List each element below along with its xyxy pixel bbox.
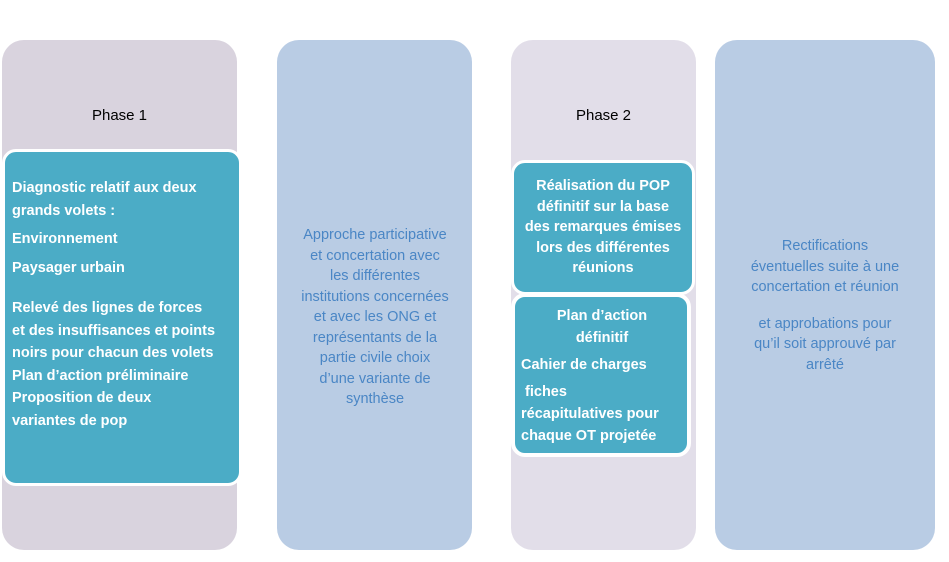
rectifications-line: Rectifications: [781, 238, 869, 254]
phase1-line: et des insuffisances et points: [12, 322, 216, 339]
concertation-text: Approche participative et concertation a…: [280, 225, 470, 410]
pop-line: réunions: [572, 260, 634, 276]
action-line: récapitulatives pour: [521, 406, 659, 422]
phase1-line: Plan d’action préliminaire: [12, 367, 189, 384]
concertation-line: représentants de la: [312, 329, 438, 346]
rectifications-line: et approbations pour: [758, 315, 892, 332]
phase1-line: Proposition de deux: [12, 390, 152, 406]
action-line: fiches: [521, 384, 567, 400]
rectifications-line: éventuelles suite à une: [750, 258, 900, 275]
concertation-line: synthèse: [345, 391, 405, 407]
pop-line: Réalisation du POP: [536, 178, 670, 194]
phase1-line: Paysager urbain: [12, 259, 125, 276]
pop-line: des remarques émises: [524, 219, 682, 235]
concertation-line: Approche participative: [303, 227, 447, 243]
concertation-line: et concertation avec: [310, 247, 440, 264]
phase2-action-plan-box: Plan d’action définitif Cahier de charge…: [511, 293, 691, 457]
pop-line: définitif sur la base: [536, 198, 670, 215]
phase1-diagnostic-box: Diagnostic relatif aux deux grands volet…: [2, 149, 242, 486]
phase1-line: noirs pour chacun des volets: [12, 345, 214, 361]
rectifications-line: concertation et réunion: [751, 279, 899, 295]
rectifications-line: qu’il soit approuvé par: [754, 336, 896, 352]
concertation-line: et avec les ONG et: [313, 309, 437, 325]
action-line: chaque OT projetée: [521, 428, 657, 444]
phase1-line: Environnement: [12, 231, 118, 247]
phase1-line: Diagnostic relatif aux deux: [12, 180, 197, 196]
concertation-line: d’une variante de: [319, 370, 431, 387]
rectifications-column: [715, 40, 935, 550]
concertation-column: [277, 40, 472, 550]
phase1-line: Relevé des lignes de forces: [12, 300, 203, 316]
rectifications-text: Rectifications éventuelles suite à une c…: [718, 236, 932, 375]
action-line: Cahier de charges: [521, 357, 647, 373]
concertation-line: les différentes: [329, 268, 420, 284]
concertation-line: partie civile choix: [319, 350, 431, 366]
phase1-line: variantes de pop: [12, 412, 128, 429]
phase2-title: Phase 2: [575, 107, 632, 124]
action-line: définitif: [575, 330, 629, 346]
phase1-title: Phase 1: [91, 107, 148, 124]
phase2-pop-box: Réalisation du POP définitif sur la base…: [511, 160, 695, 295]
pop-line: lors des différentes: [536, 239, 670, 256]
action-line: Plan d’action: [556, 308, 648, 324]
concertation-line: institutions concernées: [301, 288, 449, 305]
phase1-line: grands volets :: [12, 202, 116, 219]
rectifications-line: arrêté: [806, 356, 844, 373]
